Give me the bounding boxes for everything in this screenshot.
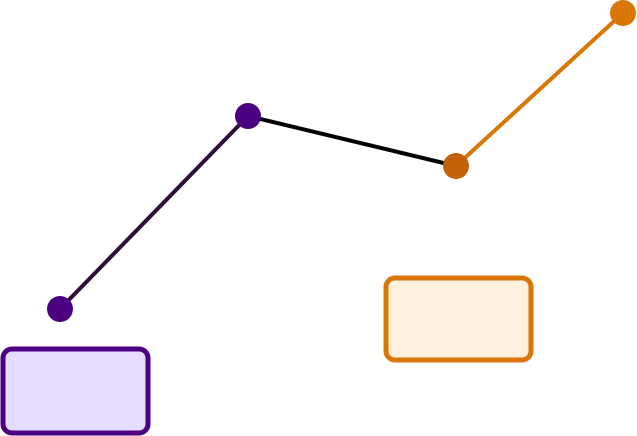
boxes [0, 275, 534, 436]
segment-right [454, 11, 625, 168]
node-peak [235, 103, 261, 129]
segment-left [58, 114, 250, 311]
node-start [47, 296, 73, 322]
box-orange [383, 275, 534, 363]
box-purple [0, 346, 151, 436]
connector-lines [58, 11, 625, 311]
node-dip [443, 153, 469, 179]
node-end [610, 0, 636, 26]
segment-middle [246, 114, 458, 168]
connector-nodes [47, 0, 636, 322]
